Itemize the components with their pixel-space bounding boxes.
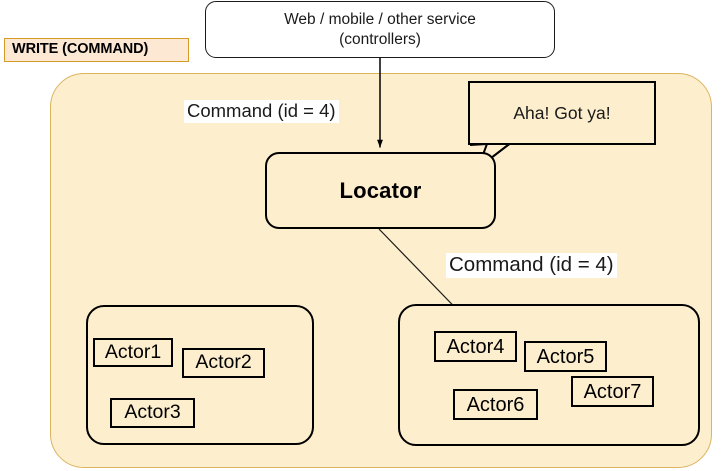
actor-label: Actor4	[446, 335, 505, 358]
actor-label: Actor6	[466, 393, 525, 416]
write-command-label: WRITE (COMMAND)	[4, 38, 189, 62]
actor-label: Actor5	[536, 345, 595, 368]
edge-label-command-to-actor: Command (id = 4)	[446, 253, 617, 278]
actor-chip-actor1[interactable]: Actor1	[93, 338, 173, 367]
actor-chip-actor2[interactable]: Actor2	[182, 348, 265, 378]
actor-chip-actor5[interactable]: Actor5	[524, 341, 607, 372]
actor-chip-actor7[interactable]: Actor7	[571, 376, 654, 407]
actor-label: Actor2	[195, 351, 252, 374]
actor-label: Actor1	[104, 340, 162, 363]
service-box-label: Web / mobile / other service (controller…	[284, 10, 476, 48]
actor-label: Actor7	[583, 380, 642, 403]
actor-chip-actor3[interactable]: Actor3	[110, 398, 195, 428]
speech-bubble-label: Aha! Got ya!	[513, 102, 611, 123]
edge-label-command-to-locator: Command (id = 4)	[184, 100, 339, 123]
actor-chip-actor4[interactable]: Actor4	[434, 331, 517, 362]
service-box[interactable]: Web / mobile / other service (controller…	[205, 1, 555, 58]
right-actor-group	[398, 304, 700, 446]
locator-label: Locator	[339, 177, 422, 203]
speech-bubble: Aha! Got ya!	[468, 81, 656, 145]
actor-label: Actor3	[124, 401, 181, 424]
actor-chip-actor6[interactable]: Actor6	[453, 389, 538, 420]
locator-box[interactable]: Locator	[265, 152, 496, 229]
